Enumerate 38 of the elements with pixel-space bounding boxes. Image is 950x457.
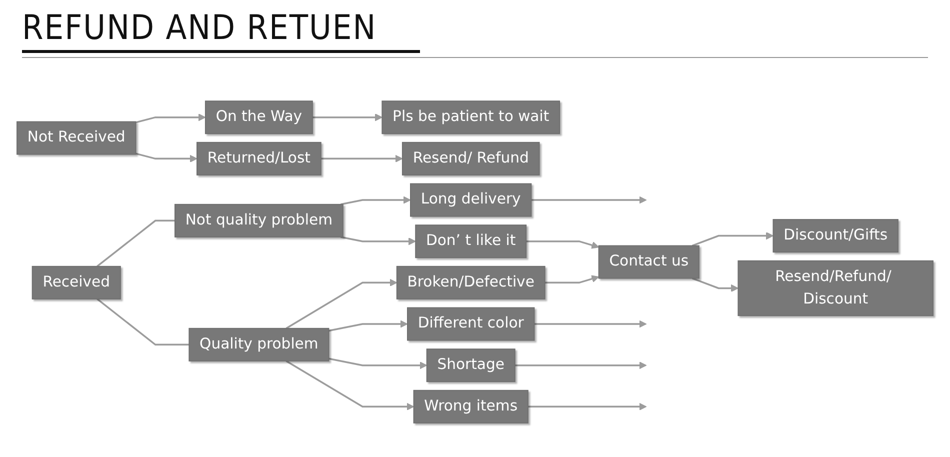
node-box: Contact us	[598, 245, 700, 279]
arrow	[328, 358, 428, 370]
node-box: Pls be patient to wait	[382, 100, 560, 134]
arrow	[328, 320, 408, 332]
arrow	[320, 154, 403, 162]
arrow	[286, 278, 398, 330]
arrow	[544, 275, 600, 284]
arrow	[526, 240, 600, 249]
arrow	[136, 152, 198, 162]
node-box: Received	[32, 266, 121, 300]
node-box: Shortage	[426, 348, 516, 382]
node-box: Wrong items	[413, 390, 528, 424]
arrow	[528, 402, 647, 410]
arrow	[692, 278, 738, 292]
node-box: Not Received	[16, 121, 136, 155]
arrow	[531, 196, 647, 204]
node-box: Resend/Refund/ Discount	[738, 260, 934, 316]
node-box: Long delivery	[410, 183, 532, 217]
node-box: Different color	[407, 307, 535, 341]
node-box: Resend/ Refund	[402, 142, 540, 176]
arrow	[692, 232, 774, 246]
arrow	[340, 196, 411, 206]
node-box: Quality problem	[188, 328, 330, 362]
node-box: On the Way	[204, 100, 313, 134]
arrow	[312, 114, 382, 122]
connector	[96, 220, 175, 268]
node-box: Broken/Defective	[396, 266, 546, 300]
arrow	[136, 114, 206, 124]
title: REFUND AND RETUEN	[22, 8, 420, 53]
arrow	[534, 320, 647, 328]
connector	[96, 298, 190, 346]
arrow	[286, 360, 414, 410]
node-box: Not quality problem	[174, 204, 344, 238]
node-box: Returned/Lost	[196, 142, 322, 176]
node-box: Don’ t like it	[415, 224, 527, 258]
node-box: Discount/Gifts	[772, 219, 898, 253]
arrow	[514, 362, 647, 370]
arrow	[340, 236, 416, 246]
